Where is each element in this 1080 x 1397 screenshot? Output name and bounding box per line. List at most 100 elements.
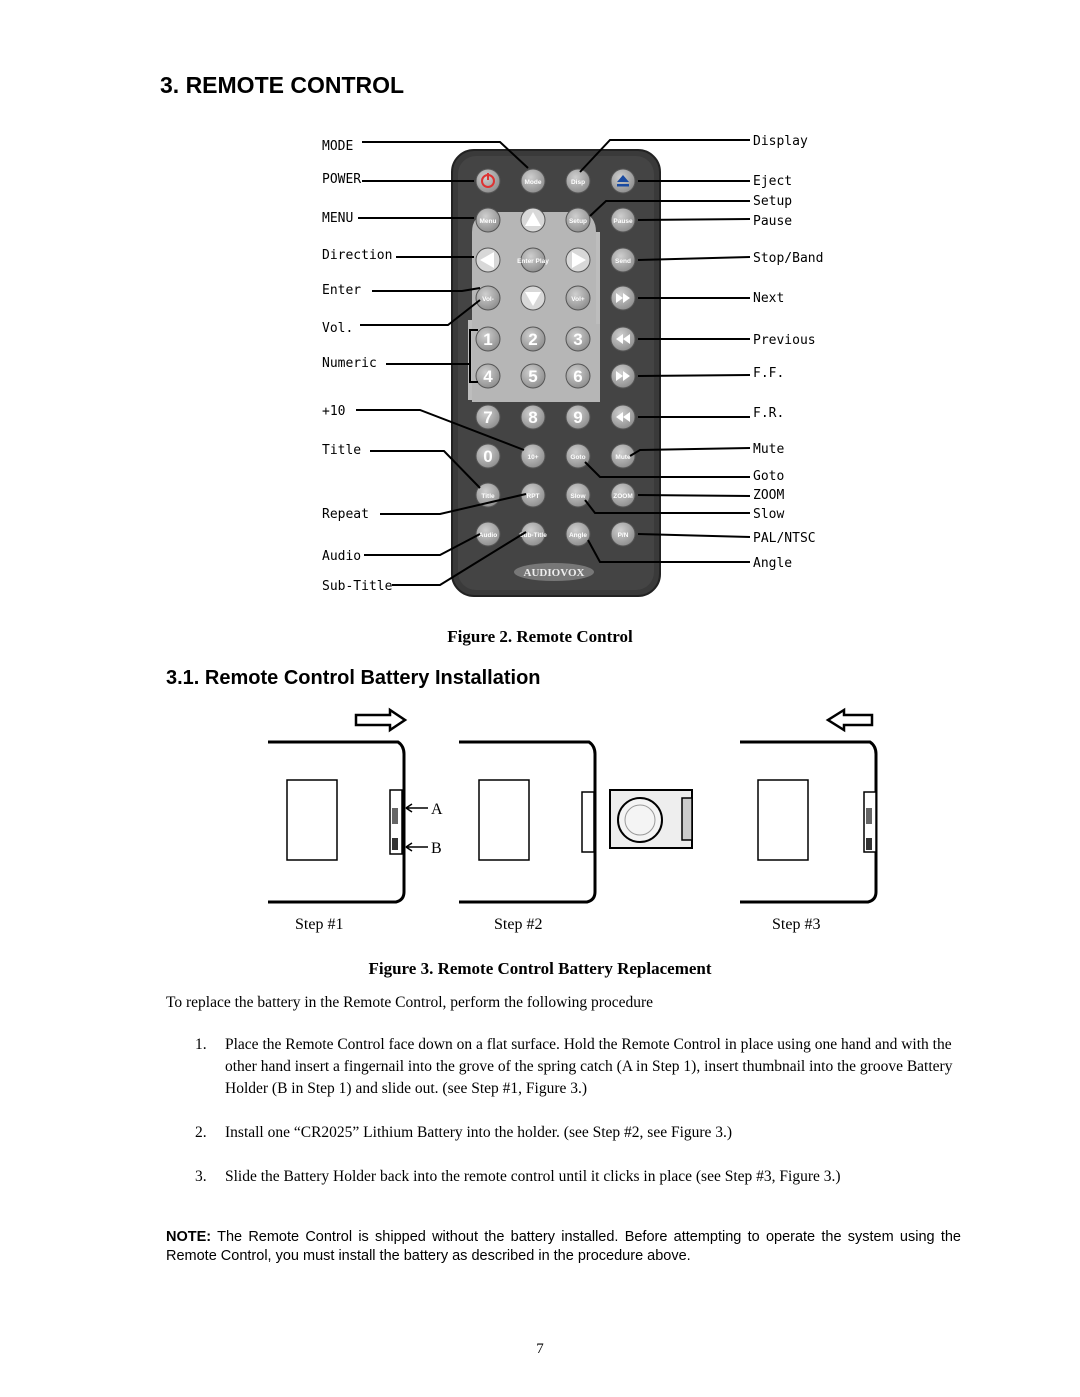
- label-a: A: [431, 801, 443, 818]
- procedure-list: 1. Place the Remote Control face down on …: [195, 1034, 965, 1210]
- svg-text:4: 4: [483, 367, 493, 386]
- callout-line: [364, 533, 481, 556]
- step-3-label: Step #3: [772, 916, 821, 933]
- callout-label-direction: Direction: [322, 248, 392, 263]
- left-button: [475, 247, 501, 273]
- num-7-button: 7: [475, 404, 501, 430]
- step-1-label: Step #1: [295, 916, 344, 933]
- label-b: B: [431, 840, 442, 857]
- num-3-button: 3: [565, 326, 591, 352]
- svg-text:P/N: P/N: [618, 532, 629, 539]
- svg-text:Angle: Angle: [569, 532, 587, 539]
- svg-text:Title: Title: [481, 493, 495, 500]
- procedure-intro: To replace the battery in the Remote Con…: [166, 994, 654, 1011]
- svg-text:8: 8: [528, 408, 537, 427]
- battery-replacement-figure: A B: [268, 707, 878, 904]
- callout-label-slow: Slow: [753, 507, 784, 522]
- svg-text:Send: Send: [615, 258, 631, 265]
- callout-label-setup: Setup: [753, 194, 792, 209]
- slow-button: Slow: [565, 482, 591, 508]
- svg-text:5: 5: [528, 367, 537, 386]
- vol-plus-button: Vol+: [565, 285, 591, 311]
- callout-line: [356, 409, 525, 451]
- callout-label-vol-: Vol.: [322, 321, 353, 336]
- callout-line: [584, 461, 750, 478]
- svg-text:Sub-Title: Sub-Title: [519, 532, 547, 539]
- step-text: Install one “CR2025” Lithium Battery int…: [225, 1124, 733, 1141]
- svg-text:Vol-: Vol-: [482, 296, 494, 303]
- num-4-button: 4: [475, 363, 501, 389]
- enter-button: Enter Play: [517, 247, 549, 273]
- setup-button: Setup: [565, 207, 591, 233]
- vol-minus-button: Vol-: [475, 285, 501, 311]
- callout-label-display: Display: [753, 134, 808, 149]
- num-6-button: 6: [565, 363, 591, 389]
- pause-button: Pause: [610, 207, 636, 233]
- send-button: Send: [610, 247, 636, 273]
- brand-logo: AUDIOVOX: [524, 567, 585, 579]
- callout-line: [584, 499, 750, 514]
- callout-label--10: +10: [322, 404, 345, 419]
- callout-line: [637, 374, 751, 377]
- callout-label-f-r-: F.R.: [753, 406, 784, 421]
- callout-label-angle: Angle: [753, 556, 792, 571]
- step-number: 1.: [195, 1036, 207, 1053]
- callout-line: [637, 533, 751, 538]
- step-2-label: Step #2: [494, 916, 543, 933]
- slide-in-arrow: [825, 707, 874, 733]
- note-label: NOTE:: [166, 1229, 212, 1245]
- next-button: [610, 285, 636, 311]
- num-8-button: 8: [520, 404, 546, 430]
- svg-text:2: 2: [528, 330, 537, 349]
- slide-out-arrow: [354, 707, 408, 733]
- step-2-drawing: [459, 740, 693, 904]
- step-text: Place the Remote Control face down on a …: [225, 1036, 953, 1097]
- note-paragraph: NOTE: The Remote Control is shipped with…: [166, 1228, 961, 1266]
- previous-button: [610, 326, 636, 352]
- svg-text:Menu: Menu: [480, 218, 497, 225]
- callout-label-menu: MENU: [322, 211, 353, 226]
- callout-label-title: Title: [322, 443, 361, 458]
- callout-label-enter: Enter: [322, 283, 361, 298]
- angle-button: Angle: [565, 521, 591, 547]
- callout-line: [637, 494, 751, 497]
- disp-button: Disp: [565, 168, 591, 194]
- callout-label-goto: Goto: [753, 469, 784, 484]
- ff-button: [610, 363, 636, 389]
- pal-ntsc-button: P/N: [610, 521, 636, 547]
- subsection-heading: 3.1. Remote Control Battery Installation: [166, 667, 541, 689]
- num-0-button: 0: [475, 443, 501, 469]
- svg-text:Slow: Slow: [570, 493, 586, 500]
- callout-line: [589, 200, 750, 217]
- svg-text:Audio: Audio: [479, 532, 497, 539]
- callout-label-next: Next: [753, 291, 784, 306]
- callout-line: [392, 531, 527, 586]
- svg-text:Mute: Mute: [615, 454, 631, 461]
- svg-text:Mode: Mode: [525, 179, 542, 186]
- svg-text:Setup: Setup: [569, 218, 587, 225]
- callout-line: [637, 218, 751, 221]
- callout-label-mute: Mute: [753, 442, 784, 457]
- procedure-step: 1. Place the Remote Control face down on …: [195, 1034, 965, 1100]
- svg-text:Vol+: Vol+: [571, 296, 585, 303]
- callout-label-f-f-: F.F.: [753, 366, 784, 381]
- procedure-step: 2. Install one “CR2025” Lithium Battery i…: [195, 1122, 965, 1144]
- figure-2-caption: Figure 2. Remote Control: [447, 627, 633, 646]
- svg-text:6: 6: [573, 367, 582, 386]
- callout-label-previous: Previous: [753, 333, 816, 348]
- callout-label-pause: Pause: [753, 214, 792, 229]
- battery-coin: [617, 797, 663, 843]
- plus10-button: 10+: [520, 443, 546, 469]
- svg-text:9: 9: [573, 408, 582, 427]
- audio-button: Audio: [475, 521, 501, 547]
- goto-button: Goto: [565, 443, 591, 469]
- figure-3-caption: Figure 3. Remote Control Battery Replace…: [368, 959, 712, 978]
- step-text: Slide the Battery Holder back into the r…: [225, 1168, 841, 1185]
- menu-button: Menu: [475, 207, 501, 233]
- step-number: 2.: [195, 1124, 207, 1141]
- mute-button: Mute: [610, 443, 636, 469]
- step-number: 3.: [195, 1168, 207, 1185]
- callout-line: [372, 287, 481, 292]
- power-button: [475, 168, 501, 194]
